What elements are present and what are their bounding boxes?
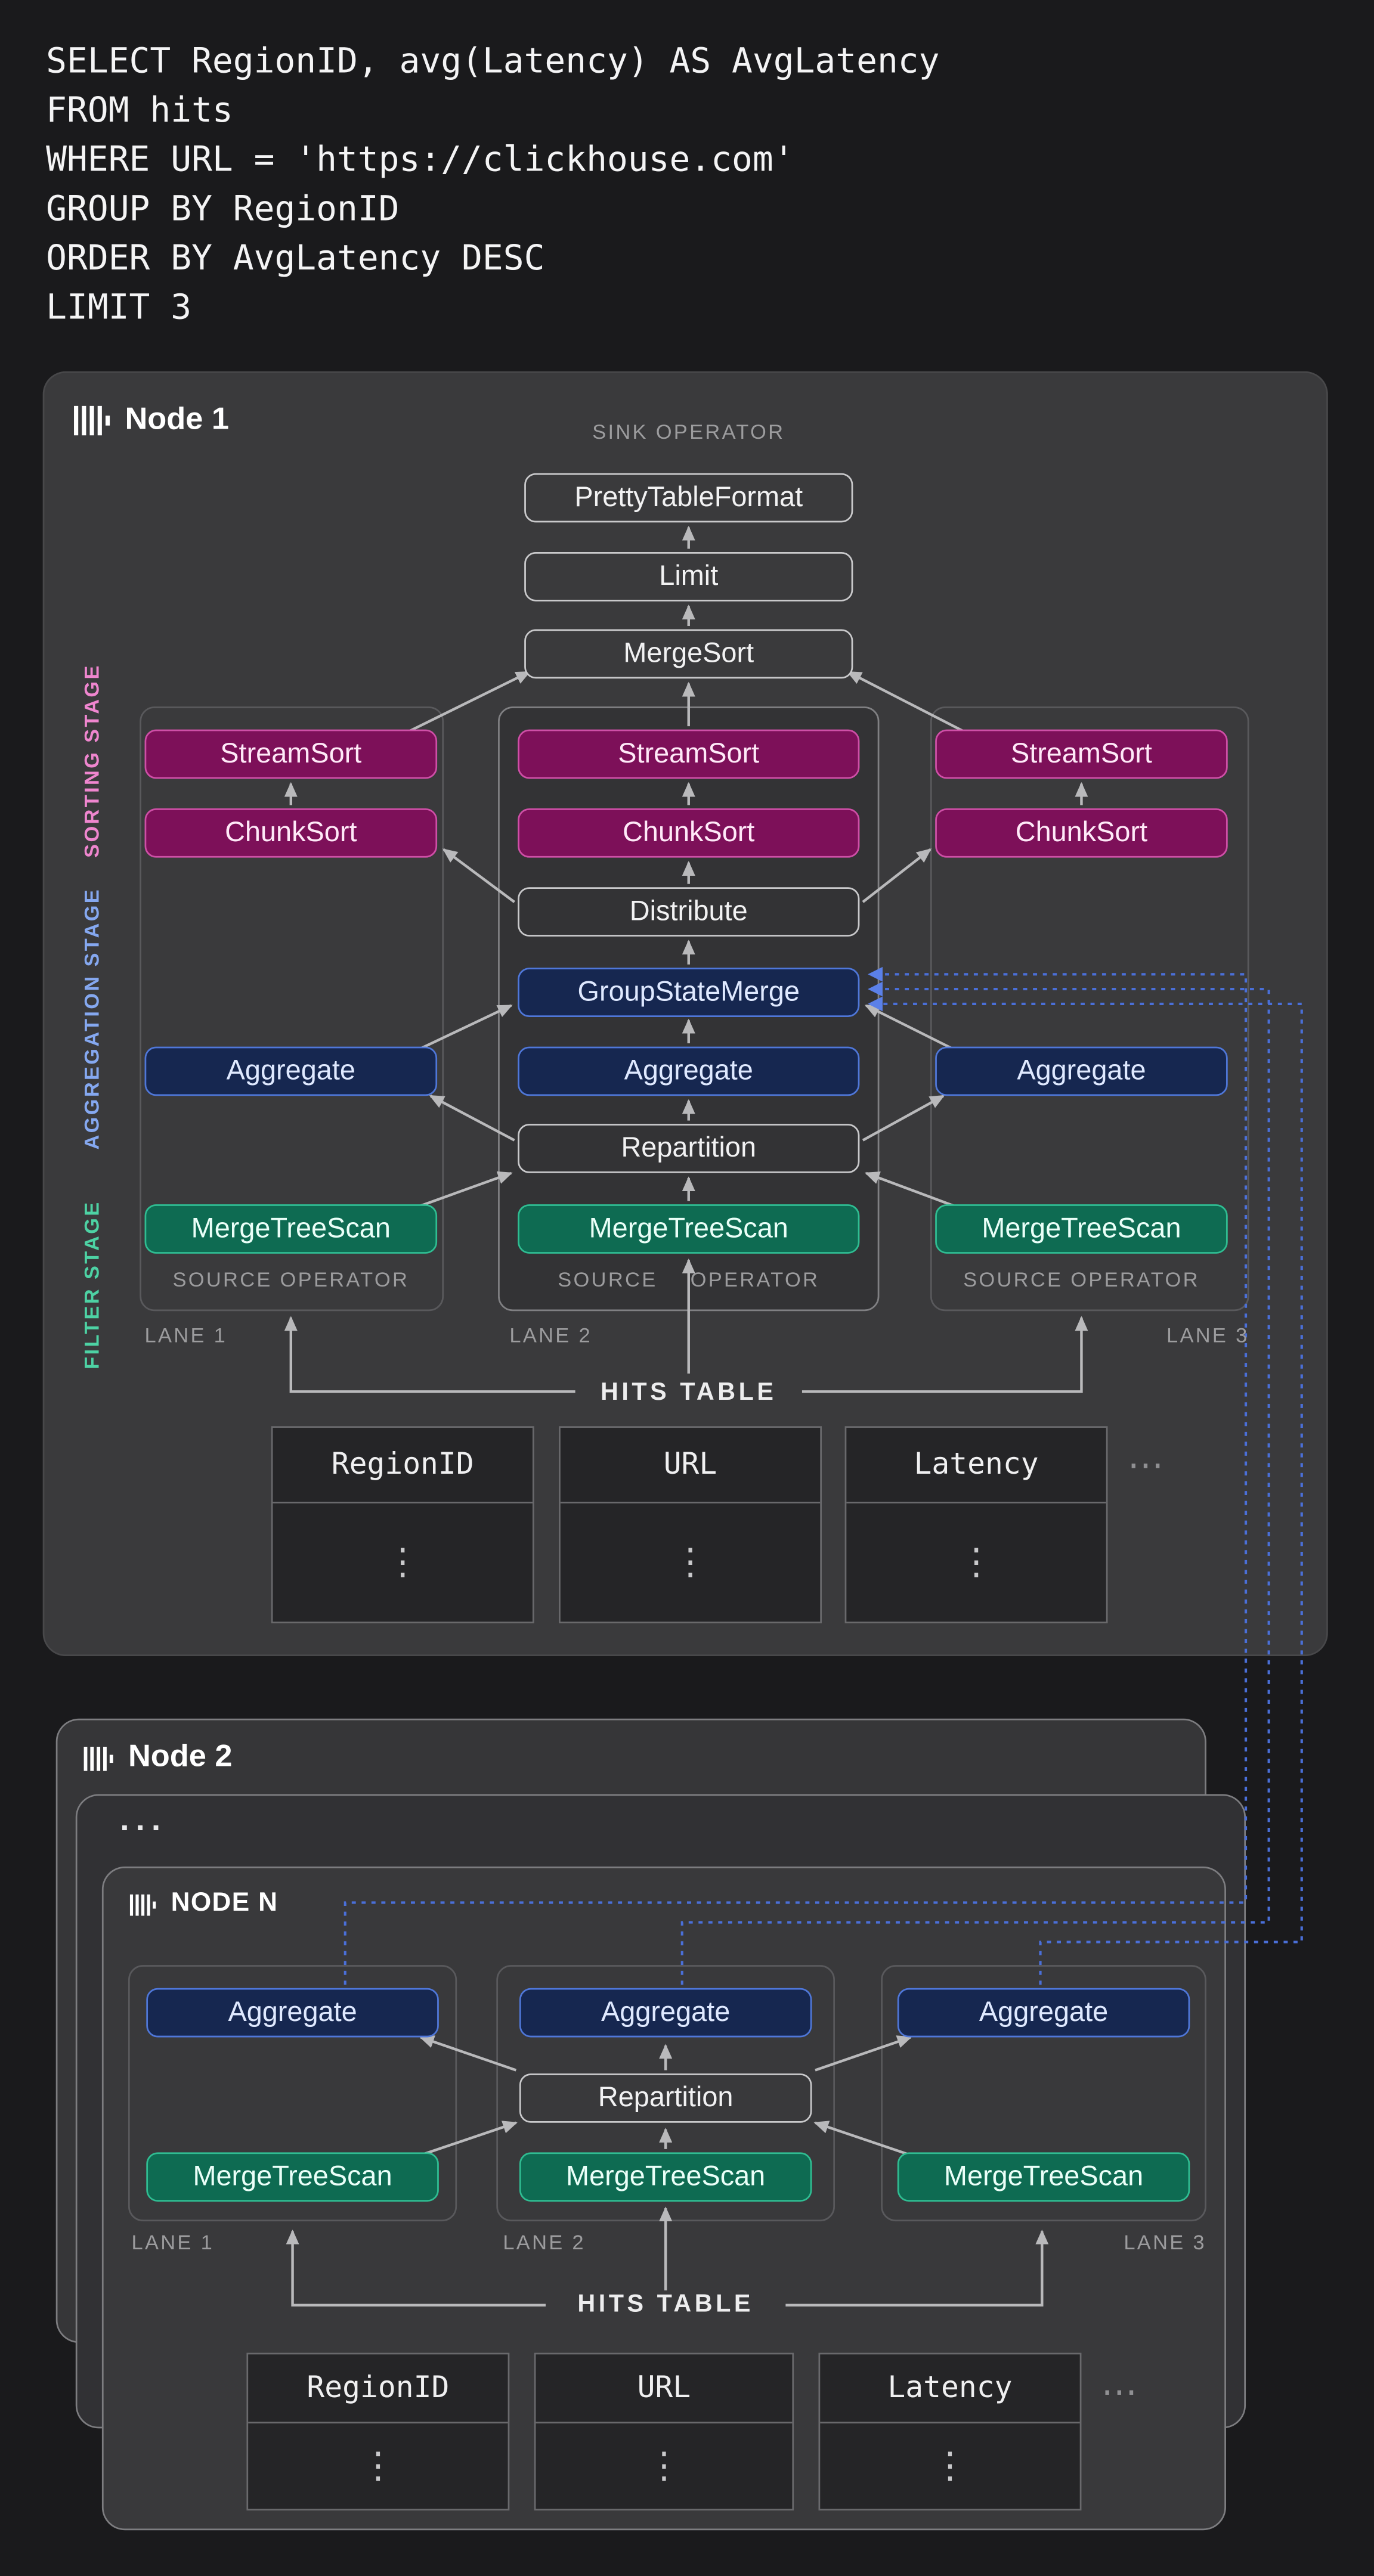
sorting-stage-label: SORTING STAGE — [81, 664, 104, 858]
column-header: URL — [536, 2354, 793, 2424]
op-mergetreescan-lane2: MergeTreeScan — [518, 1204, 860, 1254]
hits-table-label: HITS TABLE — [601, 1378, 777, 1407]
noden-table-column-latency: Latency ⋮ — [818, 2352, 1082, 2511]
noden-hits-table-label: HITS TABLE — [577, 2290, 754, 2318]
node2-title-label: Node 2 — [128, 1740, 233, 1775]
noden-op-mergetreescan-lane1: MergeTreeScan — [146, 2152, 439, 2202]
op-repartition: Repartition — [518, 1124, 860, 1173]
sql-line: FROM hits — [46, 90, 233, 130]
op-streamsort-lane1: StreamSort — [144, 729, 438, 779]
node2-title: Node 2 — [83, 1740, 233, 1777]
clickhouse-logo-icon — [74, 405, 110, 436]
sql-line: WHERE URL = 'https://clickhouse.com' — [46, 140, 794, 179]
op-chunksort-lane2: ChunkSort — [518, 808, 860, 858]
column-header: RegionID — [273, 1428, 533, 1504]
op-mergesort: MergeSort — [524, 629, 853, 679]
noden-title: NODE N — [129, 1889, 278, 1919]
clickhouse-logo-icon — [83, 1746, 113, 1771]
source-operator-left: SOURCE — [558, 1268, 658, 1292]
node1-title: Node 1 — [74, 402, 229, 439]
sql-line: GROUP BY RegionID — [46, 188, 400, 229]
op-aggregate-lane3: Aggregate — [935, 1046, 1228, 1096]
op-mergetreescan-lane1: MergeTreeScan — [144, 1204, 438, 1254]
noden-lane3-label: LANE 3 — [1124, 2231, 1206, 2255]
clickhouse-logo-icon — [129, 1893, 156, 1915]
column-rows-ellipsis: ⋮ — [672, 1542, 708, 1583]
lane1-label: LANE 1 — [144, 1324, 228, 1347]
table-column-regionid: RegionID ⋮ — [271, 1426, 534, 1623]
source-operator-label-lane2: SOURCE OPERATOR — [558, 1269, 819, 1292]
op-limit: Limit — [524, 552, 853, 602]
column-rows-ellipsis: ⋮ — [958, 1542, 995, 1583]
filter-stage-label: FILTER STAGE — [81, 1200, 104, 1369]
op-distribute: Distribute — [518, 887, 860, 937]
sql-line: ORDER BY AvgLatency DESC — [46, 238, 545, 278]
node1-title-label: Node 1 — [125, 402, 230, 438]
sql-query: SELECT RegionID, avg(Latency) AS AvgLate… — [46, 36, 939, 332]
table-column-latency: Latency ⋮ — [844, 1426, 1108, 1623]
op-chunksort-lane3: ChunkSort — [935, 808, 1228, 858]
noden-table-column-url: URL ⋮ — [534, 2352, 794, 2511]
noden-lane2-label: LANE 2 — [503, 2231, 586, 2255]
op-mergetreescan-lane3: MergeTreeScan — [935, 1204, 1228, 1254]
noden-op-mergetreescan-lane3: MergeTreeScan — [897, 2152, 1190, 2202]
op-groupstatemerge: GroupStateMerge — [518, 968, 860, 1017]
table-column-url: URL ⋮ — [559, 1426, 822, 1623]
op-aggregate-lane2: Aggregate — [518, 1046, 860, 1096]
column-rows-ellipsis: ⋮ — [646, 2445, 682, 2487]
column-rows-ellipsis: ⋮ — [932, 2445, 968, 2487]
op-streamsort-lane2: StreamSort — [518, 729, 860, 779]
column-header: Latency — [846, 1428, 1106, 1504]
noden-op-aggregate-lane2: Aggregate — [519, 1988, 812, 2038]
column-header: URL — [560, 1428, 821, 1504]
aggregation-stage-label: AGGREGATION STAGE — [81, 887, 104, 1150]
lane2-label: LANE 2 — [509, 1324, 592, 1347]
source-operator-label-lane1: SOURCE OPERATOR — [172, 1268, 410, 1292]
noden-op-aggregate-lane3: Aggregate — [897, 1988, 1190, 2038]
op-chunksort-lane1: ChunkSort — [144, 808, 438, 858]
source-operator-label-lane3: SOURCE OPERATOR — [963, 1268, 1200, 1292]
op-streamsort-lane3: StreamSort — [935, 729, 1228, 779]
more-columns-ellipsis: ⋯ — [1127, 1446, 1167, 1487]
noden-op-repartition: Repartition — [519, 2073, 812, 2123]
noden-more-columns-ellipsis: ⋯ — [1101, 2372, 1141, 2414]
source-operator-right: OPERATOR — [690, 1268, 820, 1292]
sink-operator-label: SINK OPERATOR — [592, 420, 785, 444]
noden-lane1-panel — [128, 1965, 457, 2222]
lane3-label: LANE 3 — [1166, 1324, 1249, 1347]
noden-table-column-regionid: RegionID ⋮ — [246, 2352, 510, 2511]
noden-op-mergetreescan-lane2: MergeTreeScan — [519, 2152, 812, 2202]
op-prettytableformat: PrettyTableFormat — [524, 473, 853, 523]
noden-op-aggregate-lane1: Aggregate — [146, 1988, 439, 2038]
column-header: RegionID — [248, 2354, 508, 2424]
op-aggregate-lane1: Aggregate — [144, 1046, 438, 1096]
noden-lane1-label: LANE 1 — [131, 2231, 215, 2255]
sql-line: LIMIT 3 — [46, 287, 192, 327]
column-header: Latency — [820, 2354, 1080, 2424]
noden-title-label: NODE N — [171, 1889, 278, 1918]
collapsed-nodes-ellipsis: ... — [120, 1802, 168, 1839]
column-rows-ellipsis: ⋮ — [384, 1542, 421, 1583]
sql-line: SELECT RegionID, avg(Latency) AS AvgLate… — [46, 41, 940, 81]
column-rows-ellipsis: ⋮ — [360, 2445, 397, 2487]
